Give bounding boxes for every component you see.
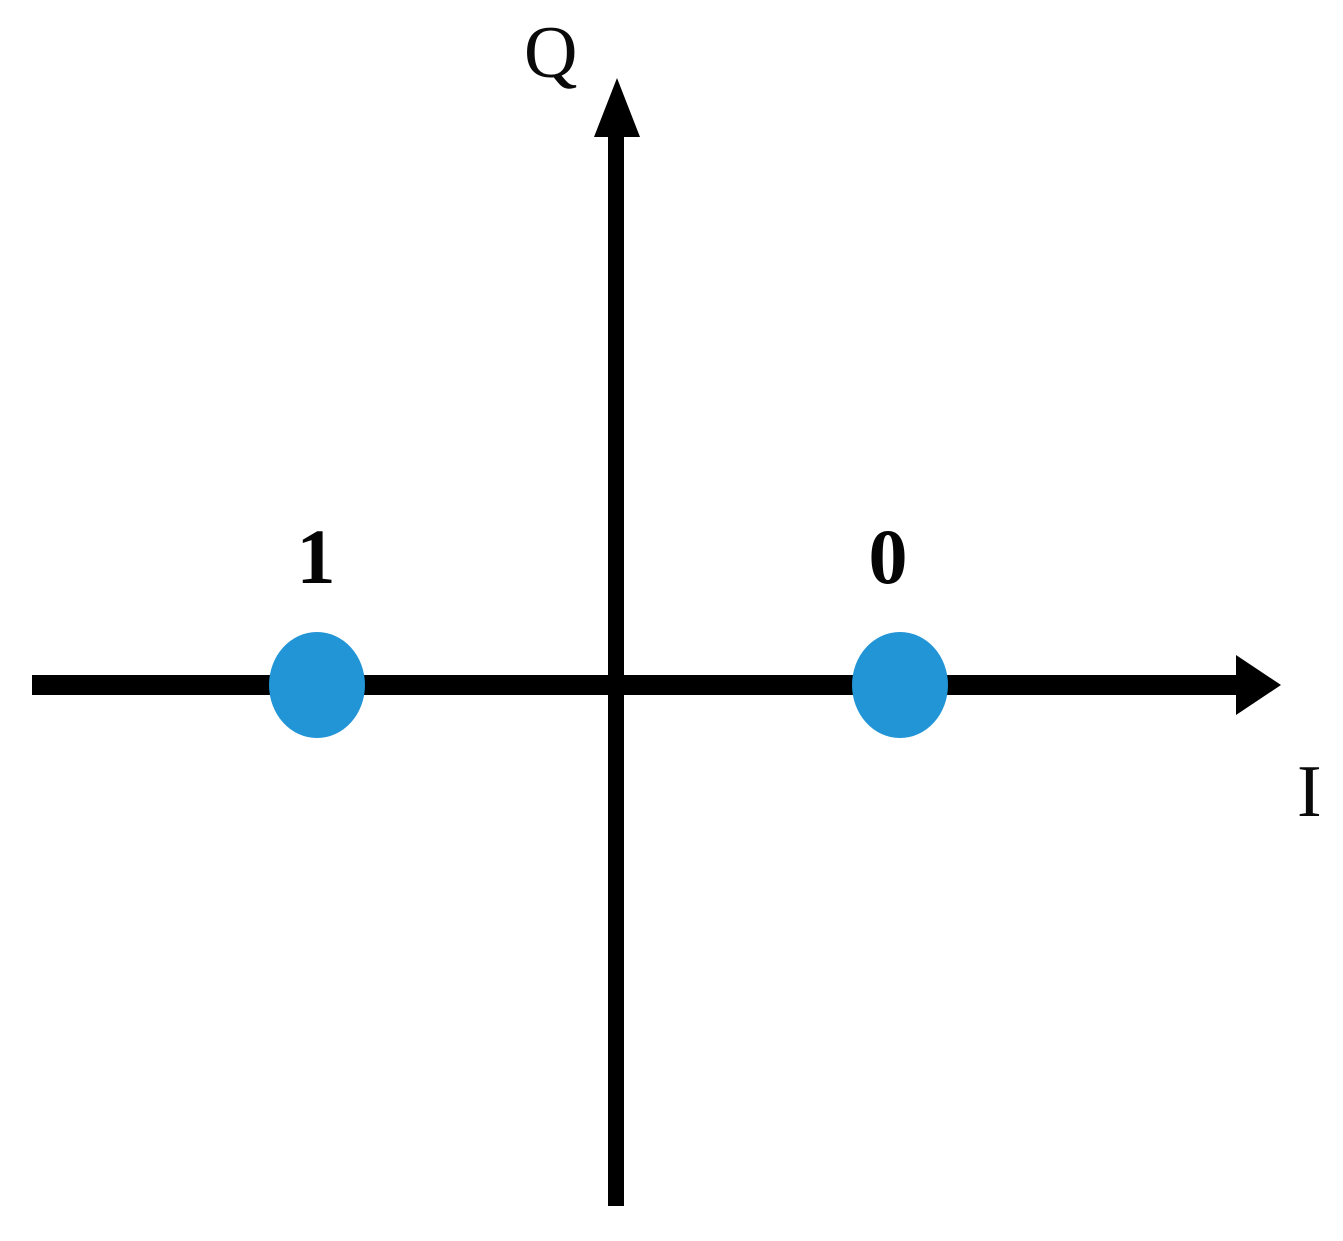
in-phase-axis-label: I <box>1297 751 1322 833</box>
i-axis-line <box>32 675 1239 695</box>
constellation-point-1[interactable] <box>269 632 365 738</box>
constellation-point-0[interactable] <box>852 632 948 738</box>
constellation-point-label-1: 1 <box>296 513 336 600</box>
q-axis-line <box>608 133 624 1206</box>
i-axis-arrowhead <box>1236 655 1281 715</box>
quadrature-axis-label: Q <box>524 12 578 94</box>
constellation-point-label-0: 0 <box>868 513 908 600</box>
q-axis-arrowhead <box>594 78 640 137</box>
